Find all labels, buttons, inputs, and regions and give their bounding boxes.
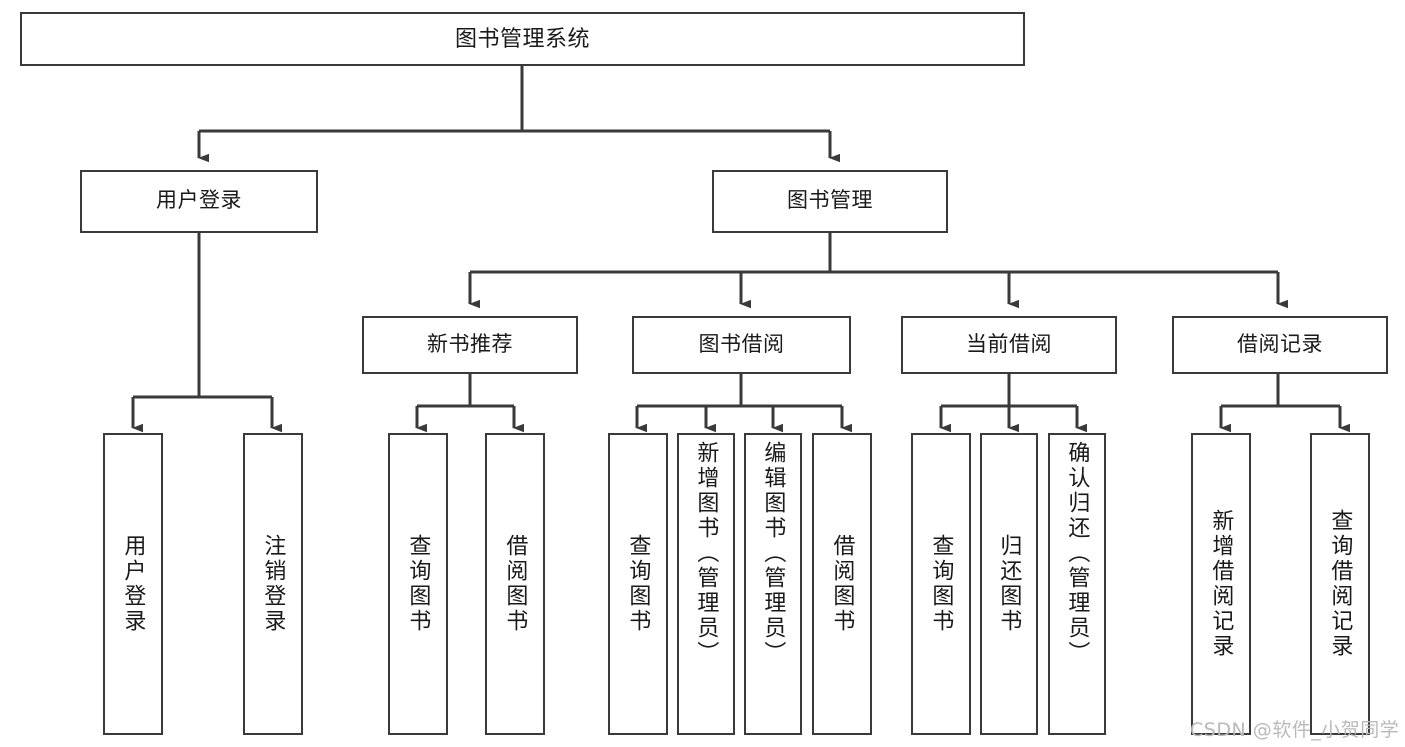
node-book-management[interactable]: 图书管理: [712, 170, 948, 233]
node-new-book-recommendation[interactable]: 新书推荐: [362, 316, 578, 374]
node-label: 图书管理系统: [454, 26, 590, 52]
node-borrowing-record[interactable]: 借阅记录: [1172, 316, 1388, 374]
node-label: 查询借阅记录: [1328, 509, 1354, 659]
node-label: 确认归还（管理员）: [1065, 441, 1091, 666]
leaf-add-book-admin[interactable]: 新增图书（管理员）: [677, 433, 735, 735]
leaf-query-borrow-record[interactable]: 查询借阅记录: [1310, 433, 1370, 735]
node-label: 当前借阅: [966, 332, 1052, 356]
leaf-query-books-recommend[interactable]: 查询图书: [388, 433, 448, 735]
leaf-edit-book-admin[interactable]: 编辑图书（管理员）: [744, 433, 802, 735]
node-label: 查询图书: [929, 534, 955, 634]
node-label: 借阅图书: [503, 534, 529, 634]
node-label: 图书借阅: [698, 332, 785, 356]
node-label: 查询图书: [626, 534, 652, 634]
node-label: 归还图书: [997, 534, 1023, 634]
node-label: 编辑图书（管理员）: [761, 441, 787, 666]
node-root-book-management-system[interactable]: 图书管理系统: [20, 12, 1025, 66]
node-label: 图书管理: [787, 189, 873, 213]
leaf-borrow-books[interactable]: 借阅图书: [812, 433, 872, 735]
leaf-borrow-books-recommend[interactable]: 借阅图书: [485, 433, 545, 735]
node-label: 新书推荐: [427, 332, 513, 356]
node-label: 新增借阅记录: [1209, 509, 1235, 659]
leaf-query-books-current[interactable]: 查询图书: [911, 433, 971, 735]
leaf-add-borrow-record[interactable]: 新增借阅记录: [1191, 433, 1251, 735]
node-label: 用户登录: [121, 534, 147, 634]
node-label: 借阅记录: [1237, 332, 1323, 356]
csdn-watermark: CSDN @软件_小贺同学: [1190, 719, 1400, 741]
node-label: 借阅图书: [830, 534, 856, 634]
leaf-confirm-return-admin[interactable]: 确认归还（管理员）: [1048, 433, 1106, 735]
node-current-borrowing[interactable]: 当前借阅: [901, 316, 1117, 374]
node-label: 用户登录: [156, 189, 242, 213]
node-label: 新增图书（管理员）: [694, 441, 720, 666]
node-book-borrowing[interactable]: 图书借阅: [632, 316, 851, 374]
leaf-query-books-borrow[interactable]: 查询图书: [608, 433, 668, 735]
node-label: 查询图书: [406, 534, 432, 634]
node-label: 注销登录: [261, 534, 287, 634]
leaf-return-books[interactable]: 归还图书: [980, 433, 1038, 735]
node-user-login[interactable]: 用户登录: [80, 170, 318, 233]
leaf-user-login[interactable]: 用户登录: [103, 433, 163, 735]
leaf-logout[interactable]: 注销登录: [243, 433, 303, 735]
